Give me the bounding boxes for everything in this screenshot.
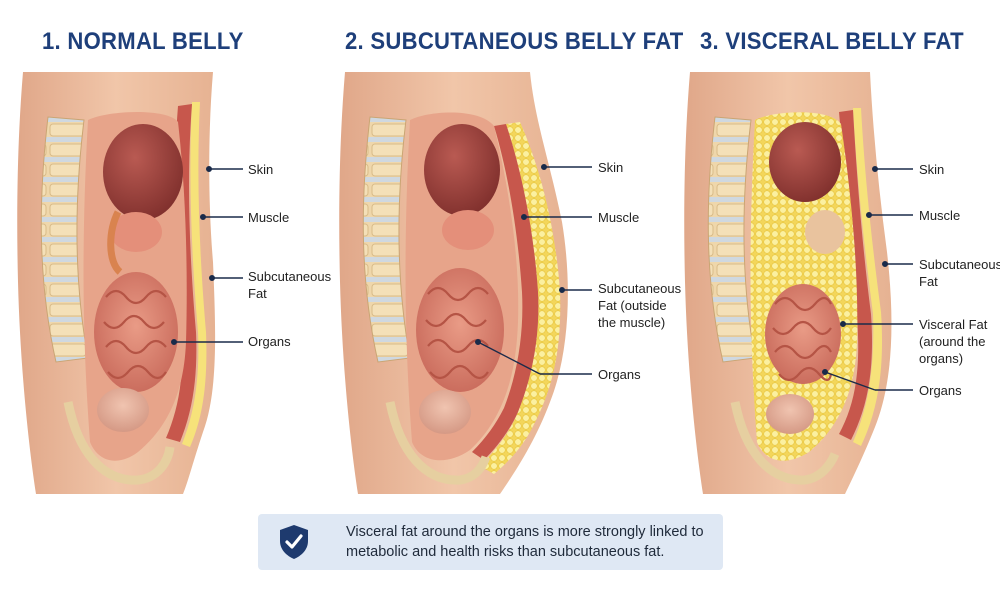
label-organs: Organs: [598, 367, 641, 382]
small-organ: [805, 210, 845, 254]
bladder: [97, 388, 149, 432]
label-subcutaneous-fat-1: Subcutaneous: [598, 281, 682, 296]
label-muscle: Muscle: [248, 210, 290, 225]
muscle-layer: [472, 124, 539, 460]
normal-belly-diagram: Skin Muscle Subcutaneous Fat Organs: [8, 62, 338, 507]
label-organs: Organs: [919, 383, 962, 398]
colon-tube: [107, 210, 123, 275]
label-organs: Organs: [248, 334, 291, 349]
subcutaneous-fat-layer: [853, 108, 883, 446]
small-organ: [110, 212, 162, 252]
label-visceral-fat-1: Visceral Fat: [919, 317, 988, 332]
intestine-coils: [772, 296, 833, 382]
subcutaneous-belly-diagram: Skin Muscle Subcutaneous Fat (outside th…: [330, 62, 681, 507]
label-subcutaneous-fat-2: Fat: [248, 286, 267, 301]
normal-belly-illustration: [17, 72, 243, 494]
pelvis: [63, 401, 175, 485]
bladder: [766, 394, 814, 434]
small-organ: [442, 210, 494, 250]
note-text-line-2: metabolic and health risks than subcutan…: [346, 544, 665, 560]
label-skin: Skin: [919, 162, 945, 177]
intestines: [94, 272, 178, 392]
panel-1-title: 1. NORMAL BELLY: [42, 28, 244, 55]
visceral-belly-illustration: [684, 72, 913, 494]
subcutaneous-belly-illustration: [339, 72, 592, 494]
leader-lines: [821, 165, 913, 391]
shield-check-icon: [280, 525, 308, 559]
stomach: [103, 124, 183, 220]
stomach: [769, 122, 841, 202]
intestines: [416, 268, 504, 392]
label-skin: Skin: [248, 162, 274, 177]
pelvis: [730, 401, 840, 485]
bladder: [419, 390, 471, 434]
intestine-coils: [103, 289, 167, 380]
label-visceral-fat-3: organs): [919, 351, 964, 366]
leader-lines: [170, 165, 243, 346]
note-text-line-1: Visceral fat around the organs is more s…: [346, 524, 704, 540]
stomach: [424, 124, 500, 216]
label-subcutaneous-fat-2: Fat (outside: [598, 298, 667, 313]
info-note: Visceral fat around the organs is more s…: [258, 514, 723, 570]
label-subcutaneous-fat-3: the muscle): [598, 315, 666, 330]
subcutaneous-fat-layer: [480, 122, 561, 474]
label-muscle: Muscle: [919, 208, 961, 223]
panel-2-title: 2. SUBCUTANEOUS BELLY FAT: [345, 28, 684, 55]
panel-3-title: 3. VISCERAL BELLY FAT: [700, 28, 964, 55]
pelvis: [385, 401, 491, 485]
label-skin: Skin: [598, 160, 624, 175]
label-subcutaneous-fat-2: Fat: [919, 274, 938, 289]
label-subcutaneous-fat-1: Subcutaneous: [919, 257, 1000, 272]
label-visceral-fat-2: (around the: [919, 334, 986, 349]
subcutaneous-fat-layer: [182, 102, 207, 447]
label-subcutaneous-fat-1: Subcutaneous: [248, 269, 332, 284]
leader-lines: [474, 163, 592, 375]
visceral-belly-diagram: Skin Muscle Subcutaneous Fat Visceral Fa…: [675, 62, 1000, 507]
intestines: [765, 284, 841, 384]
label-muscle: Muscle: [598, 210, 640, 225]
